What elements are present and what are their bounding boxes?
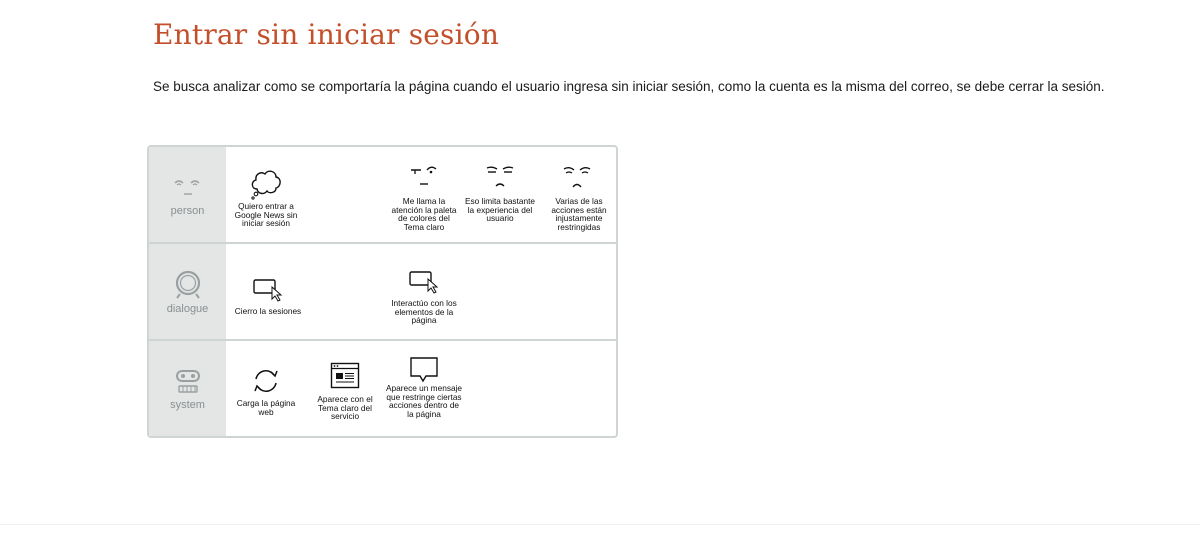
system-row: system Carga la página web Aparece con e…	[149, 339, 616, 436]
person-row-label: person	[170, 205, 205, 217]
footer-divider	[0, 524, 1200, 525]
dialogue-step-1-text: Cierro la sesiones	[234, 306, 302, 316]
journey-map: person Quiero entrar a Google News sin i…	[147, 145, 618, 438]
system-step-3-text: Aparece un mensaje que restringe ciertas…	[385, 383, 463, 419]
system-row-header: system	[149, 341, 226, 436]
refresh-icon	[254, 370, 278, 392]
message-bubble-icon	[410, 357, 438, 383]
page-title: Entrar sin iniciar sesión	[153, 18, 500, 51]
person-row-header: person	[149, 147, 226, 242]
person-step-2-text: Me llama la atención la paleta de colore…	[391, 196, 457, 232]
system-icon	[176, 370, 200, 393]
dialogue-row-header: dialogue	[149, 244, 226, 339]
annoyed-face-icon	[486, 166, 514, 187]
dialogue-step-2-text: Interactúo con los elementos de la págin…	[391, 298, 457, 326]
browser-window-icon	[330, 362, 360, 389]
person-step-4-text: Varias de las acciones están injustament…	[551, 196, 607, 232]
intro-paragraph: Se busca analizar como se comportaría la…	[153, 79, 1105, 94]
person-icon	[174, 180, 200, 195]
surprised-face-icon	[411, 166, 437, 185]
screen-click-icon	[253, 279, 283, 302]
dialogue-row: dialogue Cierro la sesiones Interactúo c…	[149, 242, 616, 339]
person-step-3-text: Eso limita bastante la experiencia del u…	[464, 196, 536, 224]
system-step-1-text: Carga la página web	[236, 398, 296, 417]
person-step-1-text: Quiero entrar a Google News sin iniciar …	[234, 201, 298, 229]
thought-bubble-icon	[251, 170, 281, 200]
dialogue-row-label: dialogue	[166, 303, 209, 315]
frustrated-face-icon	[563, 167, 591, 188]
screen-click-icon	[409, 271, 439, 294]
system-step-2-text: Aparece con el Tema claro del servicio	[317, 394, 373, 422]
system-row-label: system	[170, 399, 205, 411]
dialogue-icon	[175, 270, 201, 299]
person-row: person Quiero entrar a Google News sin i…	[149, 147, 616, 242]
